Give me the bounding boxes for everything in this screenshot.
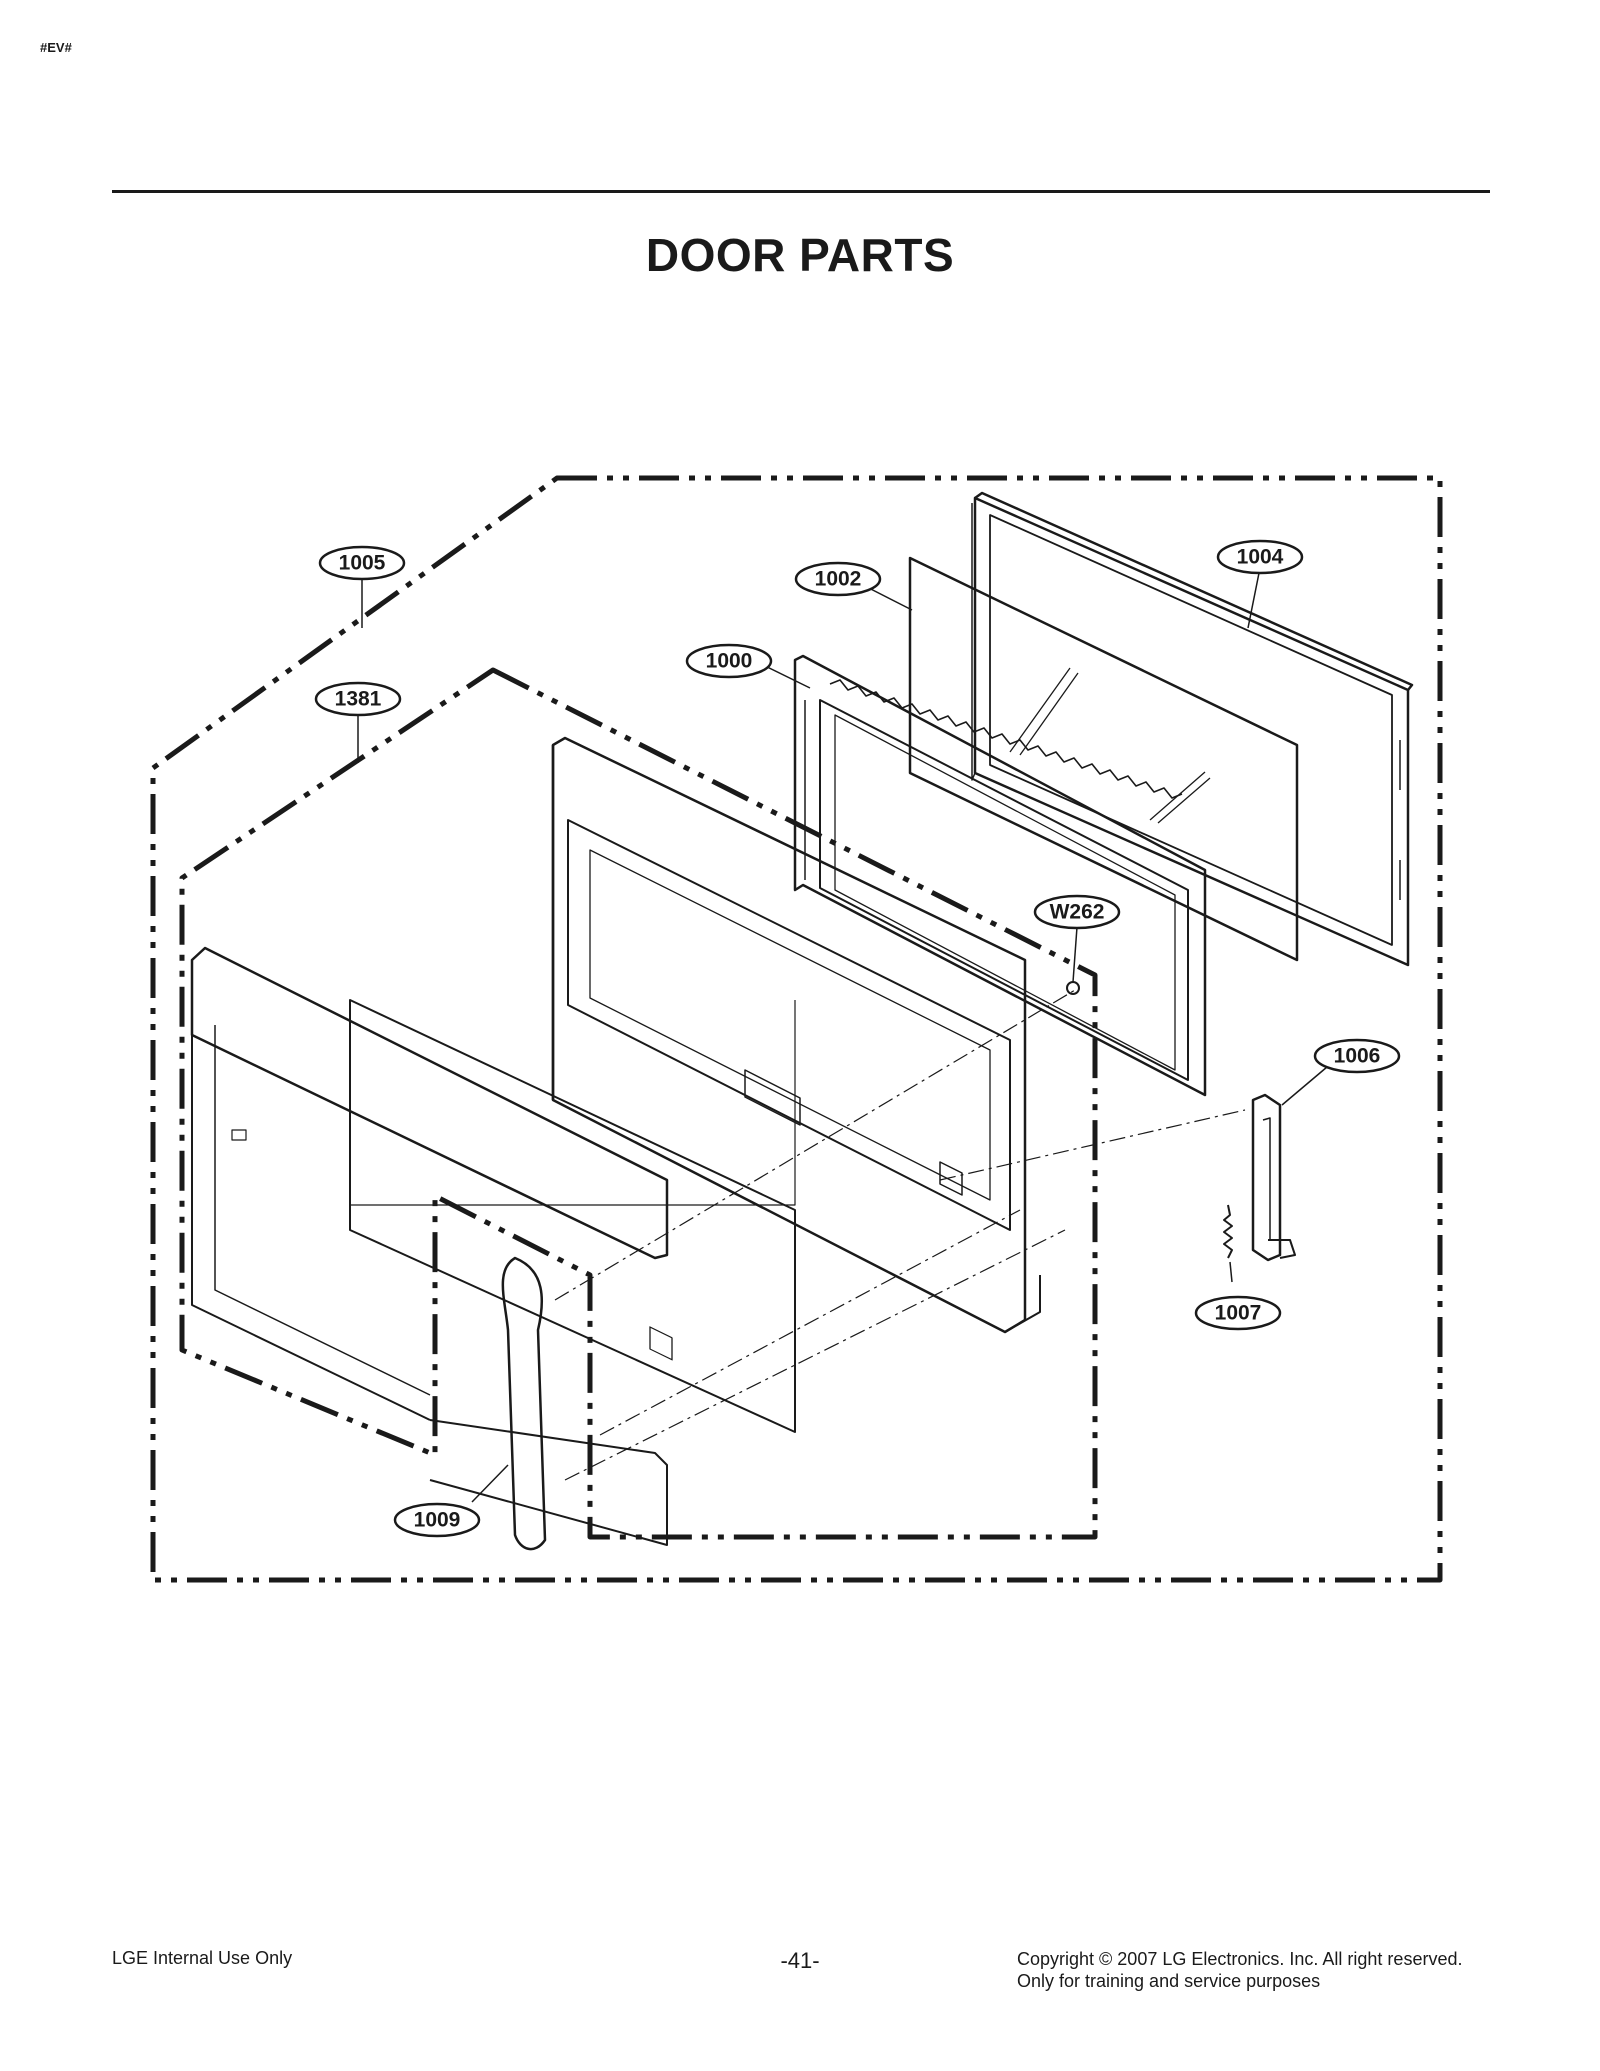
- footer-copyright-line1: Copyright © 2007 LG Electronics. Inc. Al…: [1017, 1949, 1463, 1969]
- part-1000-inner-frame: [793, 654, 1207, 1097]
- part-1006-latch: [1251, 1093, 1296, 1262]
- footer-page-number: -41-: [780, 1948, 820, 1973]
- document-mark: #EV#: [40, 40, 72, 55]
- callout-1005: [318, 545, 406, 581]
- callout-label-1002: 1002: [815, 568, 862, 591]
- part-w262-screw: [1066, 981, 1080, 995]
- callout-label-1009: 1009: [414, 1509, 461, 1532]
- leader-lines: [357, 567, 1328, 1503]
- outer-assembly-boundary: [150, 475, 1443, 1583]
- inner-assembly-boundary: [179, 667, 1098, 1540]
- part-1007-spring: [1223, 1204, 1233, 1259]
- callout-label-w262: W262: [1050, 901, 1105, 924]
- footer-internal-use: LGE Internal Use Only: [112, 1948, 293, 1968]
- callout-ellipses: [314, 539, 1401, 1538]
- front-glass-sheet: [349, 999, 796, 1433]
- part-1004-frame: [971, 491, 1414, 967]
- footer-copyright: Copyright © 2007 LG Electronics. Inc. Al…: [1017, 1948, 1462, 1992]
- callout-1006: [1313, 1038, 1401, 1074]
- part-1009-front-cover: [190, 946, 796, 1546]
- door-handle: [501, 1256, 547, 1551]
- callout-label-1007: 1007: [1215, 1302, 1262, 1325]
- alignment-lines: [554, 989, 1246, 1481]
- callout-label-1005: 1005: [339, 552, 386, 575]
- part-1381-door-panel: [551, 736, 1041, 1361]
- page-title: DOOR PARTS: [645, 229, 955, 281]
- callout-label-1000: 1000: [706, 650, 753, 673]
- callout-label-1381: 1381: [335, 688, 382, 711]
- callout-1381: [314, 681, 402, 717]
- header-rule: [112, 190, 1490, 193]
- callout-label-1004: 1004: [1237, 546, 1284, 569]
- footer-copyright-line2: Only for training and service purposes: [1017, 1971, 1321, 1991]
- callout-1007: [1194, 1295, 1282, 1331]
- callout-1000: [685, 643, 773, 679]
- callout-label-1006: 1006: [1334, 1045, 1381, 1068]
- part-1002-glass: [908, 556, 1299, 962]
- callout-w262: [1033, 894, 1121, 930]
- callout-1004: [1216, 539, 1304, 575]
- callout-1002: [794, 561, 882, 597]
- callout-1009: [393, 1502, 481, 1538]
